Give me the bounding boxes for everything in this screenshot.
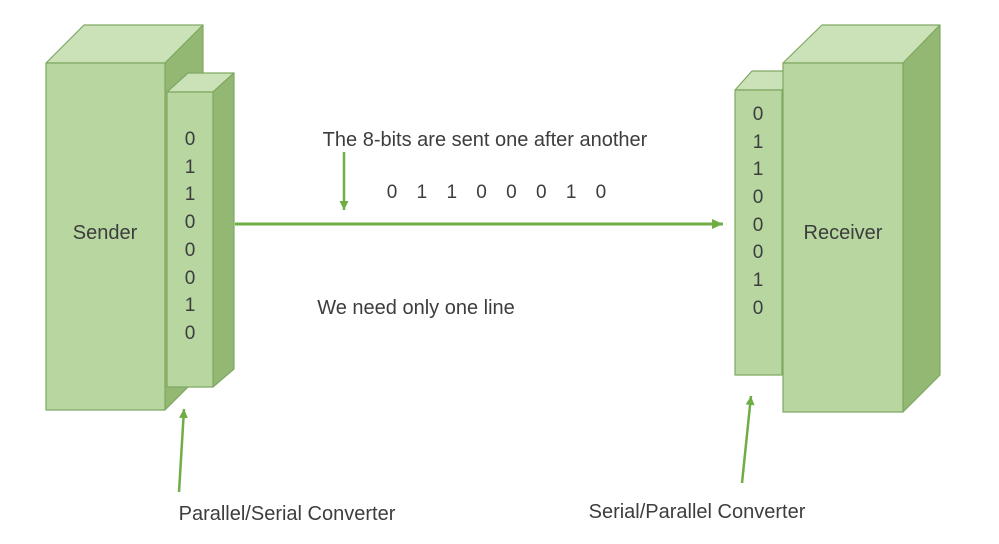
parallel-serial-converter-box: 0 1 1 0 0 0 1 0 <box>166 72 235 388</box>
sender-box-front-face <box>45 62 166 411</box>
bit-value: 0 <box>185 212 196 233</box>
bit-value: 0 <box>753 187 764 208</box>
bit-value: 1 <box>185 184 196 205</box>
right-converter-front-face <box>734 89 783 376</box>
bit-value: 0 <box>185 323 196 344</box>
bit-value: 0 <box>753 242 764 263</box>
bit-value: 1 <box>753 159 764 180</box>
receiver-label: Receiver <box>804 222 883 244</box>
right-converter-bit-column: 0 1 1 0 0 0 1 0 <box>753 104 764 319</box>
parallel-serial-converter-label: Parallel/Serial Converter <box>179 503 396 525</box>
left-converter-side-face <box>212 72 235 388</box>
bit-value: 0 <box>753 104 764 125</box>
right-converter-pointer-arrow <box>740 395 755 484</box>
serial-bits-text: 0 1 1 0 0 0 1 0 <box>387 182 614 203</box>
bit-value: 0 <box>753 298 764 319</box>
top-note-text: The 8-bits are sent one after another <box>323 129 648 151</box>
left-converter-front-face <box>166 91 214 388</box>
bit-value: 0 <box>185 268 196 289</box>
bit-value: 0 <box>753 215 764 236</box>
bit-value: 0 <box>185 240 196 261</box>
middle-note-text: We need only one line <box>317 297 515 319</box>
receiver-box: Receiver <box>782 24 941 413</box>
serial-parallel-converter-label: Serial/Parallel Converter <box>589 501 806 523</box>
bit-value: 1 <box>185 295 196 316</box>
left-converter-bit-column: 0 1 1 0 0 0 1 0 <box>185 129 196 344</box>
receiver-box-side-face <box>902 24 941 413</box>
sender-label: Sender <box>73 222 138 244</box>
bit-value: 1 <box>753 270 764 291</box>
left-converter-pointer-arrow <box>177 408 188 493</box>
bit-value: 0 <box>185 129 196 150</box>
bit-value: 1 <box>185 157 196 178</box>
receiver-box-front-face <box>782 62 904 413</box>
bit-value: 1 <box>753 132 764 153</box>
